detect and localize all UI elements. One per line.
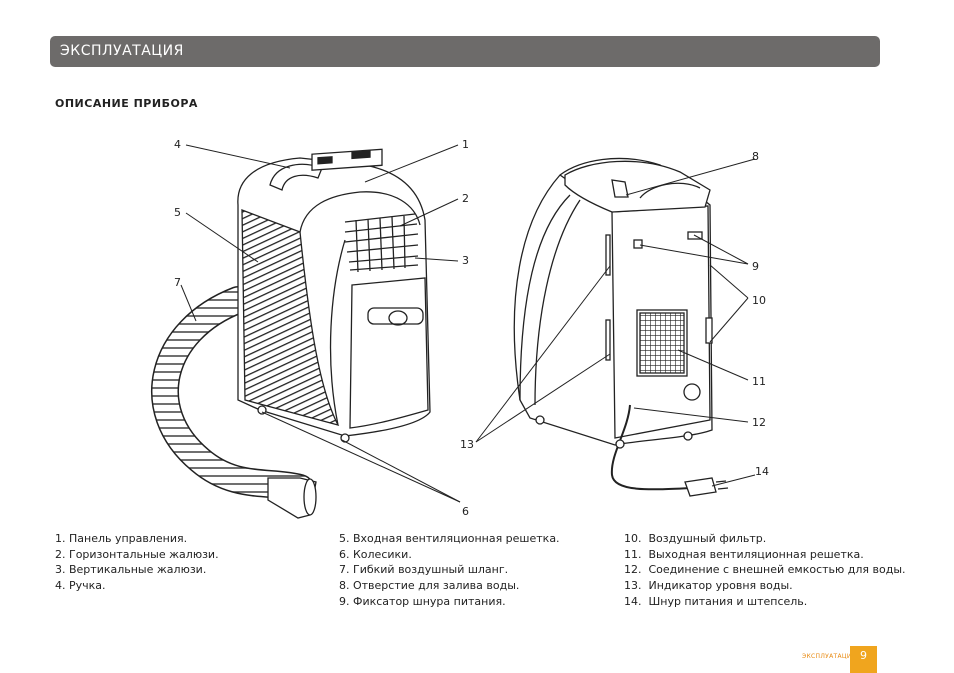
wheel-front-left — [257, 405, 267, 415]
callout-4: 4 — [174, 138, 181, 151]
back-unit — [513, 157, 729, 497]
legend-item: 9. Фиксатор шнура питания. — [339, 594, 506, 608]
air-filter — [705, 317, 713, 344]
legend-item: 11. Выходная вентиляционная решетка. — [624, 547, 864, 561]
legend-column-3: 10. Воздушный фильтр. 11. Выходная венти… — [624, 531, 906, 610]
legend-column-1: 1. Панель управления. 2. Горизонтальные … — [55, 531, 219, 594]
legend-item: 12. Соединение с внешней емкостью для во… — [624, 563, 906, 577]
handle — [269, 163, 323, 191]
callout-numbers: 1 2 3 4 5 6 7 8 9 10 11 12 13 14 — [174, 138, 769, 518]
callout-14: 14 — [755, 465, 769, 478]
legend-item: 10. Воздушный фильтр. — [624, 532, 767, 545]
callout-8: 8 — [752, 150, 759, 163]
water-inlet — [611, 179, 629, 198]
callout-1: 1 — [462, 138, 469, 151]
legend-item: 7. Гибкий воздушный шланг. — [339, 563, 509, 577]
footer-section-label: ЭКСПЛУАТАЦИЯ — [802, 653, 857, 660]
legend-item: 13. Индикатор уровня воды. — [624, 579, 793, 593]
wheel-front-right — [340, 433, 350, 443]
callout-7: 7 — [174, 276, 181, 289]
legend-item: 8. Отверстие для залива воды. — [339, 579, 520, 593]
callout-12: 12 — [752, 416, 766, 429]
louvers — [344, 213, 419, 273]
wheel-back-right — [615, 439, 625, 449]
callout-13: 13 — [460, 438, 474, 451]
legend-item: 3. Вертикальные жалюзи. — [55, 563, 207, 577]
front-unit — [151, 148, 431, 519]
page-number: 9 — [850, 646, 877, 673]
header-title: ЭКСПЛУАТАЦИЯ — [60, 43, 184, 59]
drain-port — [683, 383, 701, 401]
legend-item: 6. Колесики. — [339, 547, 412, 561]
legend-column-2: 5. Входная вентиляционная решетка. 6. Ко… — [339, 531, 560, 610]
legend-item: 14. Шнур питания и штепсель. — [624, 594, 808, 608]
power-plug — [684, 477, 717, 497]
callout-11: 11 — [752, 375, 766, 388]
wheel-back-left — [535, 415, 545, 425]
callout-5: 5 — [174, 206, 181, 219]
legend-item: 1. Панель управления. — [55, 532, 188, 545]
front-emblem — [367, 307, 424, 325]
back-top — [564, 160, 711, 213]
leader-lines — [180, 144, 756, 503]
legend-item: 4. Ручка. — [55, 579, 106, 593]
legend-item: 5. Входная вентиляционная решетка. — [339, 532, 560, 545]
header-bar: ЭКСПЛУАТАЦИЯ — [50, 36, 880, 67]
callout-10: 10 — [752, 294, 766, 307]
callout-6: 6 — [462, 505, 469, 518]
callout-2: 2 — [462, 192, 469, 205]
callout-3: 3 — [462, 254, 469, 267]
section-title: ОПИСАНИЕ ПРИБОРА — [55, 97, 198, 110]
power-cord — [610, 404, 691, 491]
exhaust-grille — [639, 312, 685, 374]
legend-item: 2. Горизонтальные жалюзи. — [55, 547, 219, 561]
callout-9: 9 — [752, 260, 759, 273]
